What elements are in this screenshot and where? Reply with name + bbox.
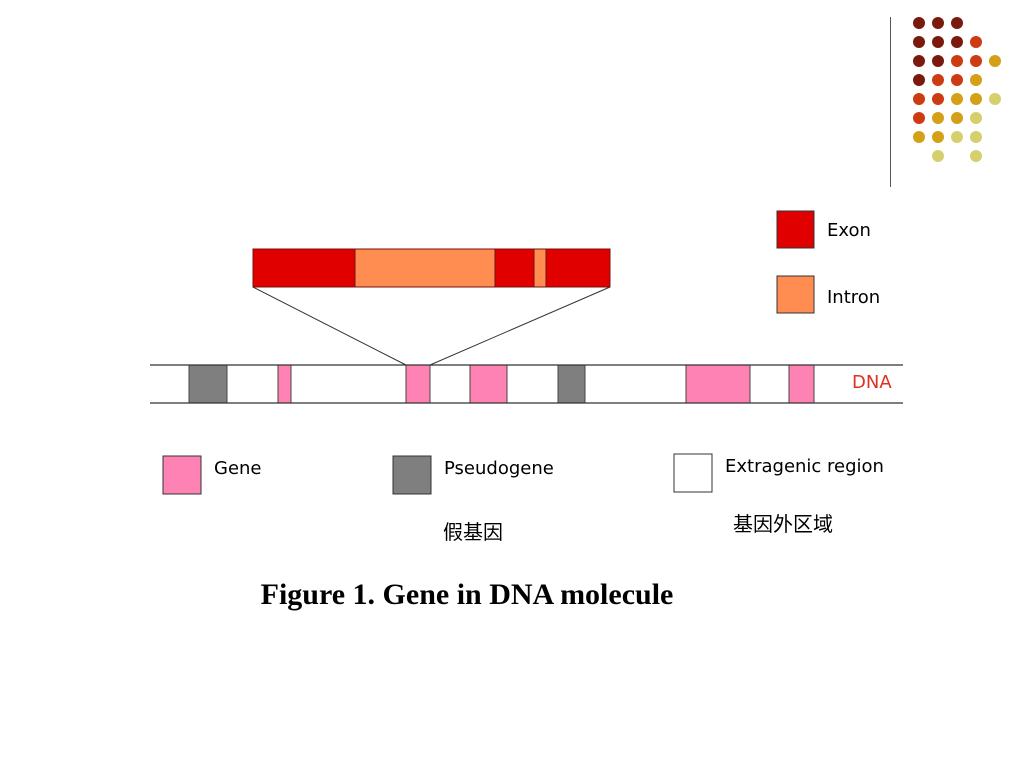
legend-exon-label: Exon	[827, 220, 871, 241]
decorative-dot	[951, 93, 963, 105]
decorative-dot	[951, 36, 963, 48]
gene-block	[405, 364, 431, 404]
gene-block	[277, 364, 292, 404]
legend-exon: Exon	[776, 210, 871, 249]
decorative-dot	[989, 55, 1001, 67]
legend-gene: Gene	[162, 455, 262, 495]
exon-block	[546, 249, 610, 287]
decorative-dot	[970, 112, 982, 124]
decorative-dot	[932, 150, 944, 162]
legend-gene-label: Gene	[214, 458, 262, 479]
intron-block	[534, 249, 546, 287]
gene-block	[469, 364, 508, 404]
exon-block	[495, 249, 534, 287]
legend-extragenic: Extragenic region	[673, 453, 884, 493]
decorative-dot	[970, 93, 982, 105]
decorative-dot	[932, 36, 944, 48]
expansion-line-left	[252, 286, 407, 366]
pseudogene-block	[188, 364, 228, 404]
gene-block	[788, 364, 815, 404]
legend-pseudogene-label: Pseudogene	[444, 458, 554, 479]
decorative-dot	[932, 131, 944, 143]
exon-block	[253, 249, 355, 287]
dna-strand: DNA	[150, 364, 903, 404]
pseudogene-block	[557, 364, 586, 404]
dna-label: DNA	[852, 372, 892, 393]
pseudogene-chinese-label: 假基因	[443, 520, 503, 544]
decorative-dot	[951, 131, 963, 143]
decorative-dot	[913, 74, 925, 86]
extragenic-chinese-label: 基因外区域	[733, 512, 833, 536]
decorative-dot	[951, 74, 963, 86]
figure-caption: Figure 1. Gene in DNA molecule	[260, 578, 674, 611]
decorative-dot	[951, 55, 963, 67]
legend-intron: Intron	[776, 275, 880, 314]
decorative-dot	[913, 112, 925, 124]
decorative-dot	[932, 17, 944, 29]
decorative-dot	[989, 93, 1001, 105]
decorative-dot	[932, 74, 944, 86]
gene-expansion	[252, 248, 611, 288]
decorative-dot	[932, 93, 944, 105]
decorative-dot	[970, 36, 982, 48]
legend-pseudogene: Pseudogene	[392, 455, 554, 495]
decorative-dot	[913, 55, 925, 67]
decorative-dot	[970, 74, 982, 86]
legend-intron-label: Intron	[827, 287, 880, 308]
expansion-line-right	[429, 286, 611, 366]
decorative-dot	[970, 150, 982, 162]
decorative-dot	[932, 112, 944, 124]
decorative-dot	[913, 131, 925, 143]
decorative-dot	[932, 55, 944, 67]
decorative-dot	[951, 17, 963, 29]
decorative-dot	[970, 55, 982, 67]
gene-block	[685, 364, 751, 404]
legend-extragenic-label: Extragenic region	[725, 456, 884, 477]
decorative-divider	[890, 17, 891, 187]
decorative-dot	[951, 112, 963, 124]
intron-block	[355, 249, 495, 287]
decorative-dot	[913, 93, 925, 105]
decorative-dot	[913, 36, 925, 48]
decorative-dot	[913, 17, 925, 29]
decorative-dot	[970, 131, 982, 143]
